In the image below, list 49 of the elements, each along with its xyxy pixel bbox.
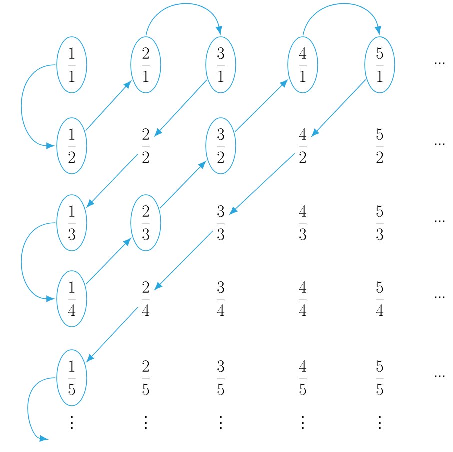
ellipsis: ⋯ — [435, 144, 445, 146]
fraction: $\frac{2}{4}$ — [142, 282, 150, 316]
circled-fraction: $\frac{1}{4}$ — [56, 270, 88, 328]
fraction: $\frac{4}{5}$ — [299, 360, 307, 396]
circled-fraction: $\frac{2}{3}$ — [130, 194, 162, 252]
arrow — [21, 222, 56, 302]
vertical-ellipsis: ⋮ — [145, 416, 147, 430]
arrow — [146, 3, 222, 36]
circled-fraction: $\frac{3}{1}$ — [206, 36, 236, 94]
fraction: $\frac{3}{5}$ — [217, 360, 225, 396]
arrow — [230, 153, 296, 215]
fraction: $\frac{3}{3}$ — [217, 206, 225, 240]
circled-fraction: $\frac{1}{1}$ — [56, 36, 88, 94]
circled-fraction: $\frac{3}{2}$ — [206, 118, 236, 174]
ellipsis: ⋯ — [435, 220, 445, 222]
fraction: $\frac{2}{5}$ — [142, 360, 150, 396]
fraction: $\frac{5}{5}$ — [376, 360, 384, 396]
circled-fraction: $\frac{1}{3}$ — [56, 194, 88, 252]
ellipsis: ⋯ — [435, 296, 445, 298]
ellipsis: ⋯ — [435, 62, 445, 64]
arrow — [302, 3, 382, 36]
arrow — [86, 238, 132, 285]
circled-fraction: $\frac{1}{5}$ — [56, 350, 88, 406]
circled-fraction: $\frac{1}{2}$ — [56, 118, 88, 174]
arrow — [21, 64, 56, 150]
fraction: $\frac{3}{4}$ — [217, 282, 225, 316]
circled-fraction: $\frac{5}{1}$ — [364, 36, 396, 94]
vertical-ellipsis: ⋮ — [379, 416, 381, 430]
vertical-ellipsis: ⋮ — [220, 416, 222, 430]
fraction: $\frac{2}{2}$ — [142, 128, 150, 164]
arrow — [154, 80, 208, 137]
arrow — [160, 161, 206, 209]
vertical-ellipsis: ⋮ — [302, 416, 304, 430]
fraction: $\frac{5}{4}$ — [376, 282, 384, 316]
fraction: $\frac{5}{3}$ — [376, 206, 384, 240]
arrow — [28, 378, 56, 442]
arrow — [86, 81, 132, 132]
arrow — [312, 79, 366, 137]
arrow — [234, 80, 288, 132]
fraction: $\frac{5}{2}$ — [376, 128, 384, 164]
arrow — [86, 154, 138, 208]
arrow — [86, 307, 138, 362]
fraction: $\frac{4}{2}$ — [299, 128, 307, 164]
circled-fraction: $\frac{2}{1}$ — [130, 36, 162, 94]
arrow — [154, 230, 214, 290]
fraction: $\frac{4}{3}$ — [299, 206, 307, 240]
circled-fraction: $\frac{4}{1}$ — [288, 36, 318, 94]
ellipsis: ⋯ — [435, 376, 445, 378]
fraction: $\frac{4}{4}$ — [299, 282, 307, 316]
